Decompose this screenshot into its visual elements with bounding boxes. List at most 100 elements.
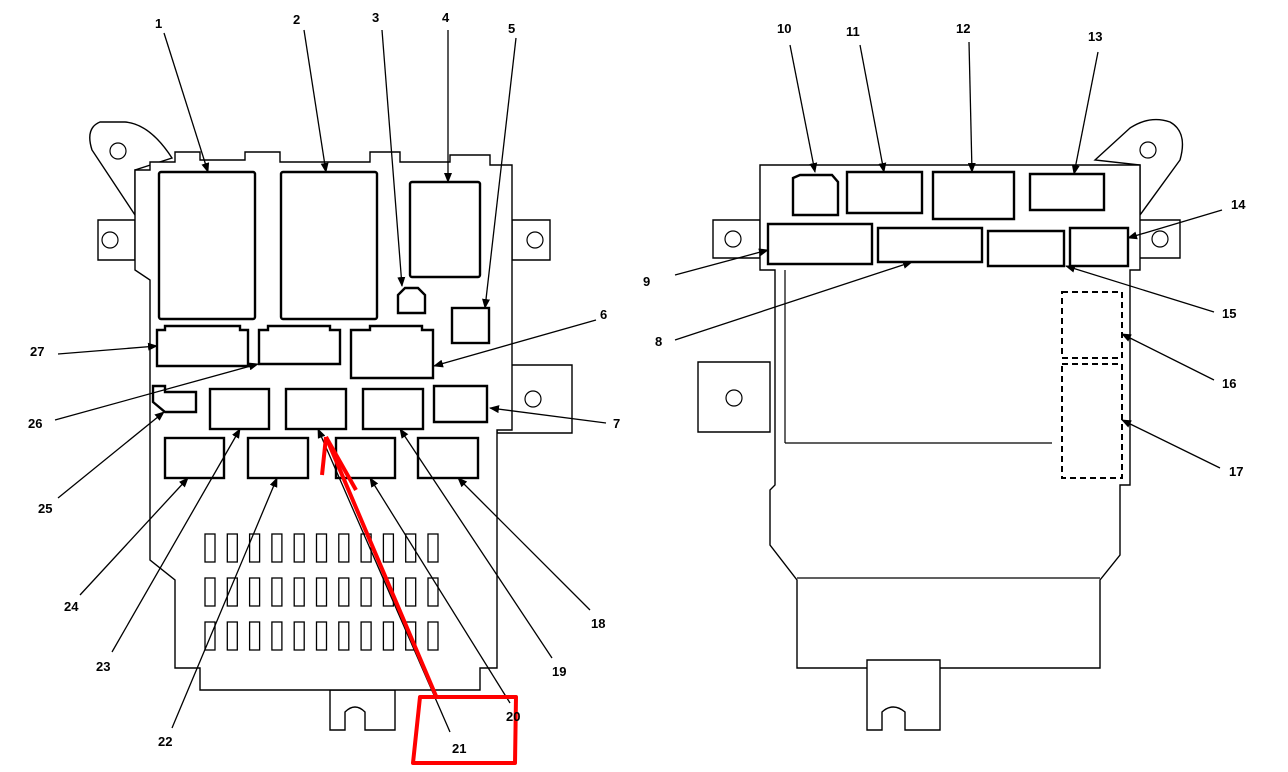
callout-4: 4	[442, 10, 450, 25]
fuse-slot	[405, 577, 417, 607]
callout-3: 3	[372, 10, 379, 25]
left-mount-tab	[97, 219, 136, 261]
relay-24	[163, 436, 226, 480]
relay-21	[284, 387, 348, 431]
callout-16: 16	[1222, 376, 1236, 391]
callout-26: 26	[28, 416, 42, 431]
rear-right-mount-tab	[1137, 219, 1181, 259]
fuse-slot-grid	[204, 533, 439, 651]
connector-13	[1028, 172, 1106, 212]
relay-22	[246, 436, 310, 480]
fuse-slot	[360, 621, 372, 651]
fuse-slot	[248, 577, 261, 607]
fuse-slot	[338, 621, 350, 651]
fuse-slot	[271, 577, 283, 607]
connector-26	[257, 324, 342, 366]
rear-side-connector-housing	[697, 361, 771, 433]
fuse-slot	[427, 577, 439, 607]
mount-hole	[724, 230, 742, 248]
callout-25: 25	[38, 501, 52, 516]
mount-hole	[1151, 230, 1169, 248]
rear-upper-right-mount-tab	[1093, 118, 1184, 218]
callout-23: 23	[96, 659, 110, 674]
connector-25	[151, 384, 198, 414]
relay-4	[408, 180, 482, 279]
rear-bottom-mount-tab	[866, 659, 941, 731]
fuse-slot	[271, 621, 283, 651]
mount-hole	[725, 389, 743, 407]
front-view-fuse-box	[89, 121, 573, 731]
callout-9: 9	[643, 274, 650, 289]
fuse-slot	[271, 533, 283, 563]
connector-6	[349, 324, 435, 380]
connector-12	[931, 170, 1016, 221]
callout-2: 2	[293, 12, 300, 27]
callout-13: 13	[1088, 29, 1102, 44]
relay-18	[416, 436, 480, 480]
connector-9	[766, 222, 874, 266]
bottom-mount-tab	[329, 689, 396, 731]
callout-21: 21	[452, 741, 466, 756]
callout-22: 22	[158, 734, 172, 749]
connector-7	[432, 384, 489, 424]
callout-6: 6	[600, 307, 607, 322]
right-mount-tab	[511, 219, 551, 261]
callout-1: 1	[155, 16, 162, 31]
connector-15	[986, 229, 1066, 268]
fuse-slot	[226, 533, 238, 563]
fuse-slot	[382, 621, 395, 651]
mount-hole	[1139, 141, 1157, 159]
mount-hole	[526, 231, 544, 249]
callout-14: 14	[1231, 197, 1246, 212]
callout-labels: 1 2 3 4 5 6 7 8 9 10 11 12 13 14 15 16 1…	[28, 10, 1246, 756]
fuse-slot	[226, 577, 238, 607]
relay-2	[279, 170, 379, 321]
red-highlight-annotation	[320, 436, 518, 765]
fuse-slot	[248, 621, 261, 651]
fuse-slot	[204, 577, 216, 607]
fuse-slot	[338, 533, 350, 563]
callout-27: 27	[30, 344, 44, 359]
fuse-slot	[293, 621, 305, 651]
fuse-slot	[360, 577, 372, 607]
connector-14	[1068, 226, 1130, 268]
fuse-slot	[315, 577, 328, 607]
fuse-slot	[427, 621, 439, 651]
mount-hole	[109, 142, 127, 160]
rear-left-mount-tab	[712, 219, 761, 259]
fuse-slot	[204, 533, 216, 563]
callout-8: 8	[655, 334, 662, 349]
fuse-slot	[405, 533, 417, 563]
callout-20: 20	[506, 709, 520, 724]
upper-left-mount-tab	[89, 121, 174, 218]
callout-7: 7	[613, 416, 620, 431]
relay-23	[208, 387, 271, 431]
callout-11: 11	[846, 24, 860, 39]
connector-10	[791, 173, 840, 217]
fuse-slot	[293, 533, 305, 563]
fuse-slot	[293, 577, 305, 607]
fuse-slot	[248, 533, 261, 563]
callout-12: 12	[956, 21, 970, 36]
red-box	[411, 695, 518, 765]
fuse-slot	[338, 577, 350, 607]
callout-5: 5	[508, 21, 515, 36]
rear-view-fuse-box	[697, 118, 1184, 731]
fuse-slot	[427, 533, 439, 563]
callout-18: 18	[591, 616, 605, 631]
mount-hole	[524, 390, 542, 408]
connector-27	[155, 324, 250, 368]
fuse-slot	[226, 621, 238, 651]
relay-5	[450, 306, 491, 345]
fuse-slot	[382, 533, 395, 563]
relay-1	[157, 170, 257, 321]
red-arrow	[324, 436, 438, 697]
fuse-slot	[315, 621, 328, 651]
connector-8	[876, 226, 984, 264]
callout-15: 15	[1222, 306, 1236, 321]
callout-17: 17	[1229, 464, 1243, 479]
rear-body-outline	[759, 164, 1141, 669]
mount-hole	[101, 231, 119, 249]
callout-10: 10	[777, 21, 791, 36]
